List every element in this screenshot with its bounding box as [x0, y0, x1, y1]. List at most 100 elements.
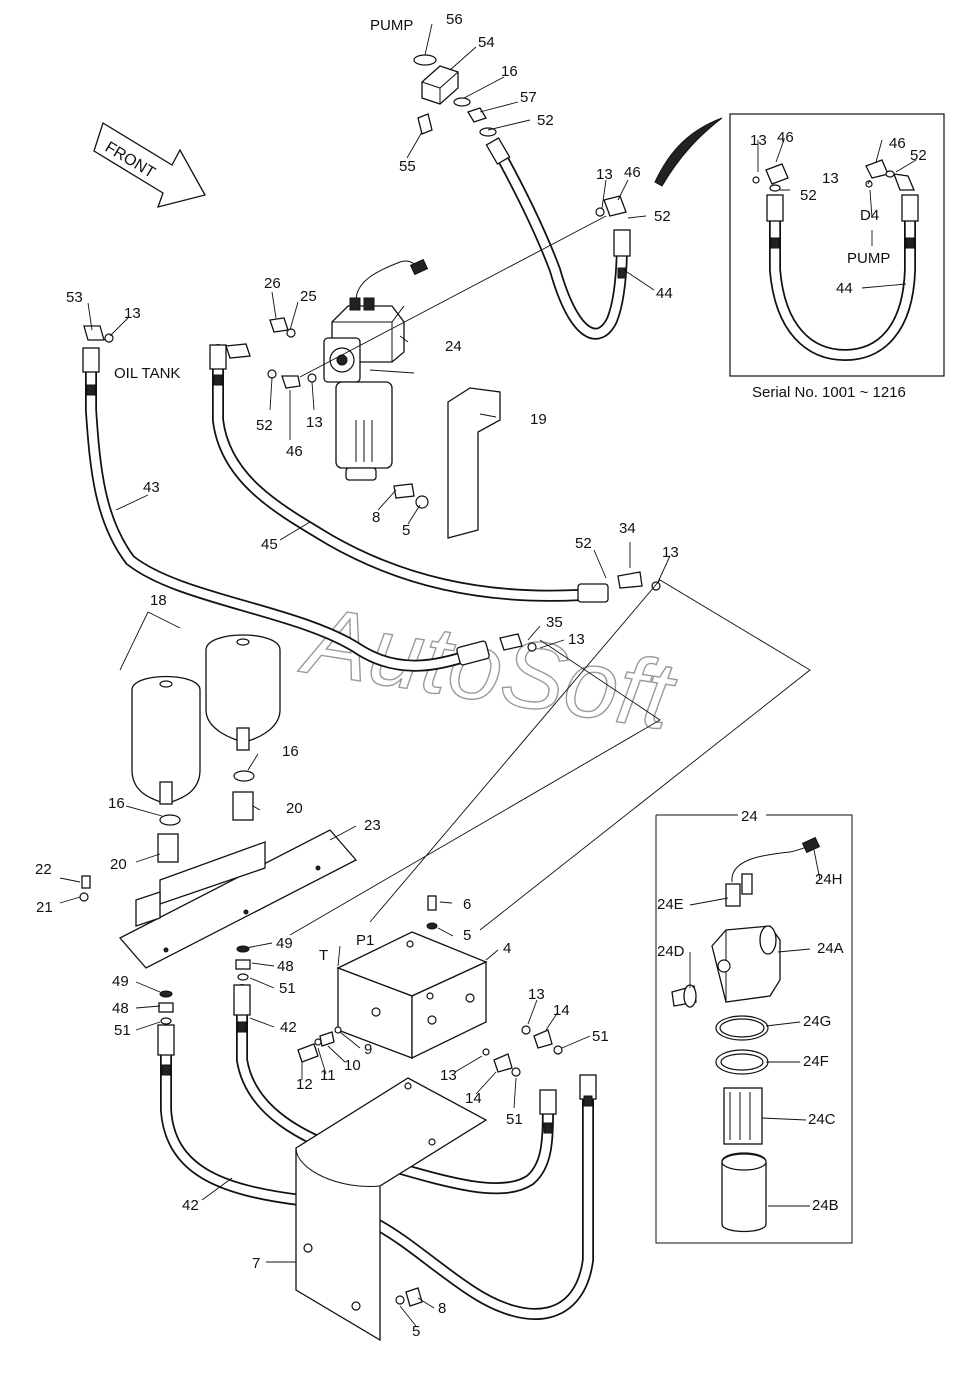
callout: 13	[822, 170, 839, 187]
front-arrow-icon: FRONT	[93, 122, 206, 208]
callout: 12	[296, 1076, 313, 1093]
callout: 24E	[657, 896, 684, 913]
callout: 57	[520, 89, 537, 106]
callout: 24	[445, 338, 462, 355]
callout: 20	[110, 856, 127, 873]
callout: 16	[108, 795, 125, 812]
pump-adapter	[413, 54, 497, 137]
accumulators	[131, 634, 281, 863]
callout: 24B	[812, 1197, 839, 1214]
callout: 13	[440, 1067, 457, 1084]
callout: 45	[261, 536, 278, 553]
callout: 51	[114, 1022, 131, 1039]
port-p1-label: P1	[356, 932, 374, 949]
callout: 21	[36, 899, 53, 916]
callout: 43	[143, 479, 160, 496]
callout: 46	[777, 129, 794, 146]
callout: 44	[656, 285, 673, 302]
callout: 13	[568, 631, 585, 648]
callout: 35	[546, 614, 563, 631]
callout: 56	[446, 11, 463, 28]
callout: 4	[503, 940, 511, 957]
callout: 24D	[657, 943, 685, 960]
callout: 42	[182, 1197, 199, 1214]
callout: 5	[402, 522, 410, 539]
callout: 46	[624, 164, 641, 181]
callout: 44	[836, 280, 853, 297]
valve-block-4	[336, 895, 488, 1060]
callout: 54	[478, 34, 495, 51]
serial-inset	[654, 113, 945, 377]
callout: 8	[372, 509, 380, 526]
callout: 46	[889, 135, 906, 152]
annotation-labels: PUMP OIL TANK Serial No. 1001 ~ 1216 PUM…	[114, 17, 906, 964]
callout: 52	[800, 187, 817, 204]
callout: 13	[124, 305, 141, 322]
callout: 8	[438, 1300, 446, 1317]
callout: 23	[364, 817, 381, 834]
leader-lines	[59, 23, 917, 1327]
callout: 7	[252, 1255, 260, 1272]
inset-d4-label: D4	[860, 207, 879, 224]
callout: 53	[66, 289, 83, 306]
callout: 24C	[808, 1111, 836, 1128]
callout: 20	[286, 800, 303, 817]
valve-fittings	[158, 945, 563, 1077]
bracket-7	[295, 1077, 488, 1342]
callout: 52	[575, 535, 592, 552]
filter-assembly	[323, 258, 429, 481]
callout: 51	[506, 1111, 523, 1128]
callout: 24A	[817, 940, 844, 957]
callout: 19	[530, 411, 547, 428]
filter-fittings	[83, 195, 661, 652]
callout: 34	[619, 520, 636, 537]
callout: 22	[35, 861, 52, 878]
callout: 49	[112, 973, 129, 990]
callout: 13	[596, 166, 613, 183]
callout: 14	[465, 1090, 482, 1107]
callout: 26	[264, 275, 281, 292]
plate-23	[79, 829, 358, 969]
callout: 11	[320, 1067, 336, 1084]
callout: 10	[344, 1057, 361, 1074]
callout: 5	[412, 1323, 420, 1340]
port-t-label: T	[319, 947, 328, 964]
callout: 16	[282, 743, 299, 760]
callout: 24H	[815, 871, 843, 888]
callout-numbers: 56 54 16 57 52 55 13 46 52 44 13 46 52 4…	[35, 11, 927, 1340]
callout: 48	[112, 1000, 129, 1017]
callout: 13	[528, 986, 545, 1003]
bracket-19	[447, 387, 501, 539]
callout: 24G	[803, 1013, 831, 1030]
callout: 13	[306, 414, 323, 431]
callout: 18	[150, 592, 167, 609]
detail-title: 24	[741, 808, 758, 825]
hoses	[85, 144, 916, 1320]
callout: 13	[662, 544, 679, 561]
callout: 14	[553, 1002, 570, 1019]
callout: 51	[592, 1028, 609, 1045]
watermark-text: AutoSoft	[294, 586, 683, 751]
callout: 9	[364, 1041, 372, 1058]
callout: 52	[654, 208, 671, 225]
callout: 13	[750, 132, 767, 149]
hose-fittings	[82, 137, 919, 1134]
inset-pump-label: PUMP	[847, 250, 890, 267]
callout: 25	[300, 288, 317, 305]
oil-tank-label: OIL TANK	[114, 365, 180, 382]
callout: 46	[286, 443, 303, 460]
callout: 48	[277, 958, 294, 975]
callout: 49	[276, 935, 293, 952]
callout: 42	[280, 1019, 297, 1036]
callout: 5	[463, 927, 471, 944]
callout: 24F	[803, 1053, 829, 1070]
callout: 6	[463, 896, 471, 913]
serial-label: Serial No. 1001 ~ 1216	[752, 384, 906, 401]
pump-label: PUMP	[370, 17, 413, 34]
callout: 52	[910, 147, 927, 164]
callout: 16	[501, 63, 518, 80]
callout: 52	[256, 417, 273, 434]
callout: 55	[399, 158, 416, 175]
callout: 51	[279, 980, 296, 997]
